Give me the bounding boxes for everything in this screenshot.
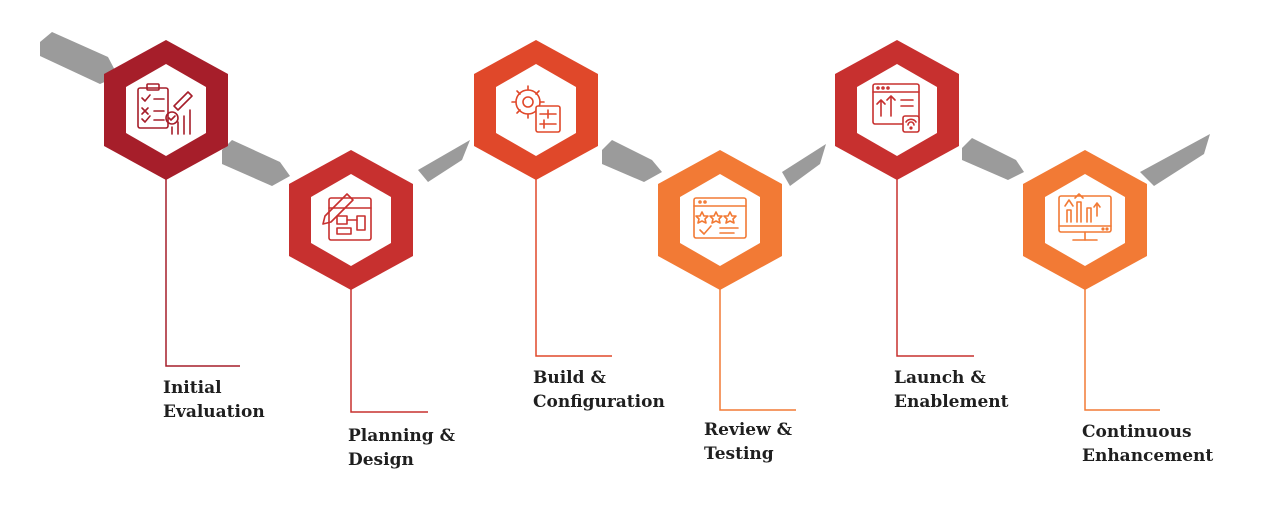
step-label-line2: Enhancement — [1082, 446, 1214, 466]
browser-launch-icon — [872, 83, 920, 133]
connector-arrow-start — [40, 32, 118, 84]
hexagon-initial-evaluation — [104, 40, 228, 180]
hexagon-build-configuration — [474, 40, 598, 180]
step-label-line1: Build & — [533, 368, 606, 388]
step-label-line2: Design — [348, 450, 414, 470]
connector-arrow-2 — [418, 140, 470, 182]
leader-lines — [165, 178, 1160, 413]
step-label-launch-enablement: Launch & Enablement — [894, 366, 1009, 414]
leader-line-4 — [719, 288, 796, 411]
step-label-line1: Review & — [704, 420, 792, 440]
step-label-line2: Testing — [704, 444, 774, 464]
blueprint-pencil-icon — [322, 193, 372, 241]
step-label-line1: Initial — [163, 378, 222, 398]
connector-arrow-end — [1140, 134, 1210, 186]
hexagon-launch-enablement — [835, 40, 959, 180]
checklist-chart-icon — [137, 83, 193, 135]
step-label-line2: Configuration — [533, 392, 665, 412]
connector-arrow-1 — [222, 140, 290, 186]
connector-arrow-5 — [962, 138, 1024, 180]
step-label-review-testing: Review & Testing — [704, 418, 792, 466]
connector-arrow-4 — [782, 144, 826, 186]
leader-line-2 — [350, 288, 428, 413]
step-label-initial-evaluation: Initial Evaluation — [163, 376, 265, 424]
leader-line-3 — [535, 178, 612, 357]
step-label-line2: Enablement — [894, 392, 1009, 412]
step-label-build-configuration: Build & Configuration — [533, 366, 665, 414]
hexagon-review-testing — [658, 150, 782, 290]
step-label-line2: Evaluation — [163, 402, 265, 422]
step-label-line1: Planning & — [348, 426, 455, 446]
leader-line-5 — [896, 178, 974, 357]
monitor-growth-icon — [1058, 193, 1112, 241]
gear-settings-icon — [511, 85, 561, 133]
step-label-planning-design: Planning & Design — [348, 424, 455, 472]
step-label-line1: Launch & — [894, 368, 986, 388]
step-label-continuous-enhancement: Continuous Enhancement — [1082, 420, 1213, 468]
connectors — [40, 32, 1210, 186]
hexagon-planning-design — [289, 150, 413, 290]
connector-arrow-3 — [602, 140, 662, 182]
step-label-line1: Continuous — [1082, 422, 1192, 442]
rating-review-icon — [693, 197, 747, 239]
leader-line-6 — [1084, 288, 1160, 411]
hexagon-continuous-enhancement — [1023, 150, 1147, 290]
leader-line-1 — [165, 178, 240, 367]
